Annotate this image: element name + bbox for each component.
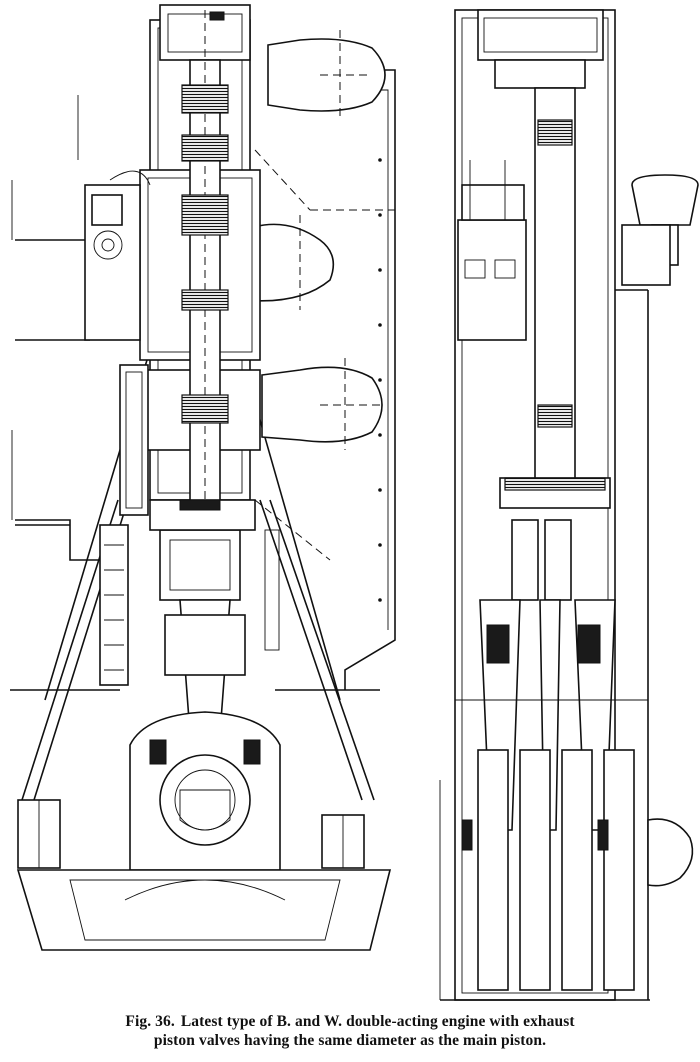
figure-caption: Fig. 36. Latest type of B. and W. double-… <box>0 1012 700 1060</box>
engine-section-view-left <box>10 4 396 951</box>
engine-drawing <box>10 4 699 1001</box>
caption-line-1: Fig. 36. Latest type of B. and W. double-… <box>0 1012 700 1031</box>
rivet-row <box>378 158 382 602</box>
engine-elevation-view-right <box>439 9 699 1001</box>
caption-line-2: piston valves having the same diameter a… <box>153 1032 547 1049</box>
figure-number: Fig. 36. <box>125 1013 175 1030</box>
caption-text-1: Latest type of B. and W. double-acting e… <box>180 1013 575 1030</box>
